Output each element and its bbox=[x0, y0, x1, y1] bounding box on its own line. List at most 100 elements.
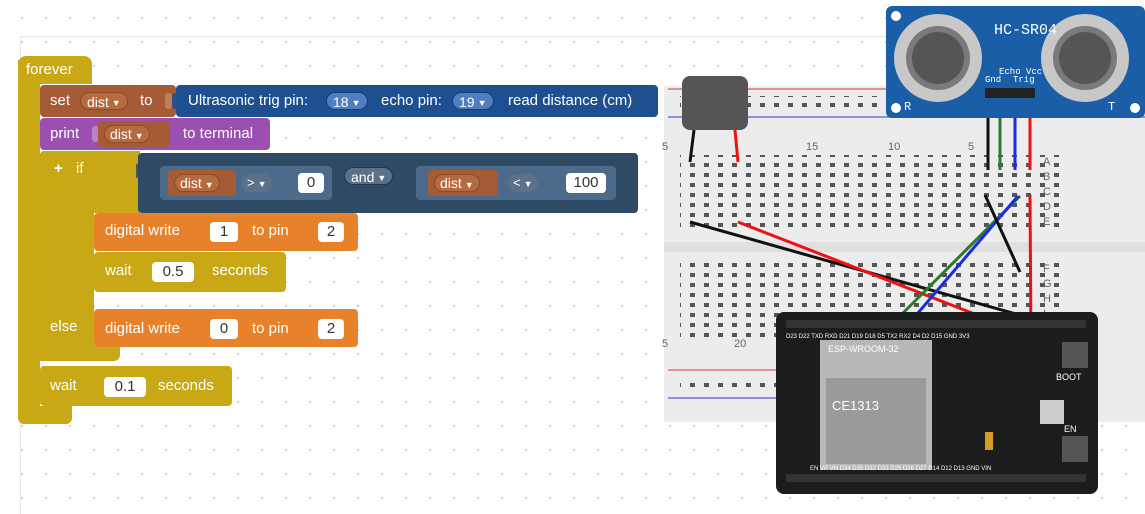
compare1-variable-name: dist bbox=[180, 175, 202, 191]
compare1-variable-dropdown[interactable]: dist▼ bbox=[174, 174, 220, 192]
wait-value: 0.5 bbox=[162, 263, 184, 280]
chevron-down-icon: ▼ bbox=[477, 98, 487, 108]
set-variable-name: dist bbox=[87, 94, 109, 110]
esp-boot-label: BOOT bbox=[1056, 372, 1082, 382]
input-socket bbox=[165, 93, 172, 109]
sensor-pin-label: Trig bbox=[1013, 75, 1035, 85]
circuit-diagram: 5 15 10 5 5 20 A B C D E F G H I bbox=[662, 6, 1145, 494]
breadboard-row-label: D bbox=[1043, 201, 1051, 213]
breadboard-row-label: C bbox=[1043, 186, 1051, 198]
breadboard-column-label: 5 bbox=[662, 141, 668, 153]
sensor-letter: R bbox=[904, 100, 911, 114]
and-label: and bbox=[351, 169, 375, 185]
chevron-down-icon: ▼ bbox=[257, 179, 267, 189]
esp-bottom-pins: EN VP VN D34 D35 D32 D33 D25 D26 D27 D14… bbox=[810, 466, 991, 472]
breadboard-row-label: G bbox=[1043, 278, 1052, 290]
print-variable-dropdown[interactable]: dist▼ bbox=[104, 125, 150, 143]
esp-ce-label: CE1313 bbox=[832, 398, 879, 413]
compare2-variable-dropdown[interactable]: dist▼ bbox=[434, 174, 480, 192]
to-pin-label: to pin bbox=[252, 320, 289, 337]
input-socket bbox=[92, 126, 99, 142]
breadboard-row-label: A bbox=[1043, 156, 1051, 168]
forever-label: forever bbox=[26, 61, 73, 78]
read-distance-label: read distance (cm) bbox=[508, 92, 633, 109]
wait-label: wait bbox=[105, 262, 132, 279]
breadboard-column-label: 10 bbox=[888, 141, 900, 153]
ultrasonic-label: Ultrasonic trig pin: bbox=[188, 92, 309, 109]
set-variable-dropdown[interactable]: dist▼ bbox=[80, 92, 128, 110]
compare2-operator: < bbox=[513, 175, 521, 190]
breadboard-row-label: E bbox=[1043, 216, 1050, 228]
compare1-operator-dropdown[interactable]: >▼ bbox=[242, 174, 272, 192]
esp32-board bbox=[776, 312, 1098, 494]
compare2-operator-dropdown[interactable]: <▼ bbox=[508, 174, 538, 192]
compare1-value: 0 bbox=[306, 174, 316, 191]
if-label: if bbox=[76, 160, 84, 177]
compare1-variable-block[interactable]: dist▼ bbox=[168, 170, 236, 196]
to-label: to bbox=[140, 92, 153, 109]
echo-pin-value: 19 bbox=[459, 94, 475, 110]
ultrasonic-sensor bbox=[886, 6, 1145, 118]
wait-value-field[interactable]: 0.1 bbox=[104, 377, 146, 397]
digital-write-value: 1 bbox=[219, 223, 229, 240]
chevron-down-icon: ▼ bbox=[464, 180, 474, 190]
wait-value-field[interactable]: 0.5 bbox=[152, 262, 194, 282]
chevron-down-icon: ▼ bbox=[134, 131, 144, 141]
echo-label: echo pin: bbox=[381, 92, 442, 109]
echo-pin-dropdown[interactable]: 19▼ bbox=[452, 92, 494, 110]
esp-en-label: EN bbox=[1064, 424, 1077, 434]
compare1-value-field[interactable]: 0 bbox=[298, 173, 324, 193]
sensor-pin-label: Echo bbox=[999, 67, 1021, 77]
compare1-operator: > bbox=[247, 175, 255, 190]
else-label: else bbox=[50, 318, 78, 335]
wait-label: wait bbox=[50, 377, 77, 394]
breadboard-column-label: 5 bbox=[968, 141, 974, 153]
to-pin-label: to pin bbox=[252, 222, 289, 239]
if-plus-button[interactable]: + bbox=[54, 160, 63, 177]
seconds-label: seconds bbox=[212, 262, 268, 279]
input-socket bbox=[136, 163, 143, 179]
print-variable-block[interactable]: dist▼ bbox=[98, 121, 170, 147]
esp-module-label: ESP-WROOM-32 bbox=[828, 344, 899, 354]
compare2-variable-name: dist bbox=[440, 175, 462, 191]
and-operator-dropdown[interactable]: and▼ bbox=[344, 167, 394, 185]
print-variable-name: dist bbox=[110, 126, 132, 142]
buzzer-component bbox=[682, 76, 748, 163]
sensor-model-label: HC-SR04 bbox=[994, 22, 1057, 39]
input-socket bbox=[172, 93, 179, 109]
digital-write-value-field[interactable]: 1 bbox=[210, 222, 238, 242]
breadboard-column-label: 5 bbox=[662, 338, 668, 350]
sensor-pin-label: Gnd bbox=[985, 75, 1001, 85]
pin-value: 2 bbox=[326, 223, 336, 240]
chevron-down-icon: ▼ bbox=[523, 179, 533, 189]
print-label: print bbox=[50, 125, 80, 142]
chevron-down-icon: ▼ bbox=[377, 173, 387, 183]
breadboard-row-label: H bbox=[1043, 293, 1051, 305]
seconds-label: seconds bbox=[158, 377, 214, 394]
digital-write-label: digital write bbox=[105, 320, 181, 337]
print-suffix-label: to terminal bbox=[183, 125, 254, 142]
compare2-value: 100 bbox=[573, 174, 599, 191]
pin-value-field[interactable]: 2 bbox=[318, 319, 344, 339]
chevron-down-icon: ▼ bbox=[111, 98, 121, 108]
compare2-value-field[interactable]: 100 bbox=[566, 173, 606, 193]
sensor-letter: T bbox=[1108, 100, 1115, 114]
esp-top-pins: D23 D22 TXD RXD D21 D19 D18 D5 TX2 RX2 D… bbox=[786, 334, 970, 340]
trig-pin-dropdown[interactable]: 18▼ bbox=[326, 92, 368, 110]
compare2-variable-block[interactable]: dist▼ bbox=[428, 170, 498, 196]
chevron-down-icon: ▼ bbox=[204, 180, 214, 190]
breadboard-row-label: B bbox=[1043, 171, 1050, 183]
digital-write-value-field[interactable]: 0 bbox=[210, 319, 238, 339]
wait-value: 0.1 bbox=[114, 378, 136, 395]
trig-pin-value: 18 bbox=[333, 94, 349, 110]
digital-write-value: 0 bbox=[219, 320, 229, 337]
breadboard-row-label: F bbox=[1043, 263, 1050, 275]
pin-value: 2 bbox=[326, 320, 336, 337]
pin-value-field[interactable]: 2 bbox=[318, 222, 344, 242]
breadboard-column-label: 20 bbox=[734, 338, 746, 350]
chevron-down-icon: ▼ bbox=[351, 98, 361, 108]
digital-write-label: digital write bbox=[105, 222, 181, 239]
workspace-divider bbox=[20, 36, 1145, 37]
sensor-pin-label: Vcc bbox=[1026, 67, 1042, 77]
breadboard-column-label: 15 bbox=[806, 141, 818, 153]
